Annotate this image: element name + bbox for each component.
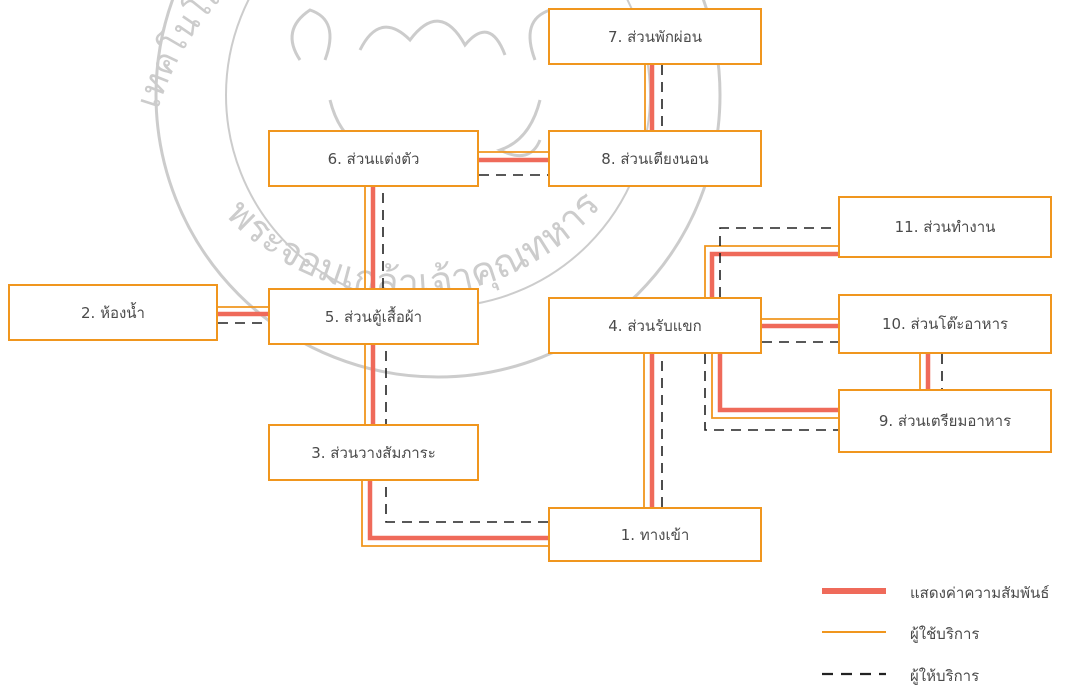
node-dining: 10. ส่วนโต๊ะอาหาร [838,294,1052,354]
legend-relation-label: แสดงค่าความสัมพันธ์ [910,584,1050,602]
node-label: 1. ทางเข้า [620,525,690,544]
node-label: 2. ห้องน้ำ [81,303,145,322]
node-label: 9. ส่วนเตรียมอาหาร [878,412,1012,430]
legend-user-label: ผู้ใช้บริการ [910,625,980,643]
conn-4-9-provider-line [704,354,838,431]
conn-4-11-provider-line [719,227,838,297]
legend-provider-label: ผู้ให้บริการ [910,667,980,685]
node-label: 4. ส่วนรับแขก [608,316,702,335]
node-label: 5. ส่วนตู้เสื้อผ้า [324,307,423,326]
conn-4-9-relation-line [717,354,838,413]
node-rest: 7. ส่วนพักผ่อน [548,8,762,65]
conn-1-3-user-line [361,481,548,547]
node-wardrobe: 5. ส่วนตู้เสื้อผ้า [268,288,479,345]
node-label: 8. ส่วนเตียงนอน [601,149,709,168]
node-label: 6. ส่วนแต่งตัว [327,149,420,168]
node-entrance: 1. ทางเข้า [548,507,762,562]
node-kitchen: 9. ส่วนเตรียมอาหาร [838,389,1052,453]
node-label: 7. ส่วนพักผ่อน [608,27,702,46]
node-luggage: 3. ส่วนวางสัมภาระ [268,424,479,481]
node-label: 3. ส่วนวางสัมภาระ [311,443,436,462]
conn-4-9-user-line [711,354,838,419]
node-dressing: 6. ส่วนแต่งตัว [268,130,479,187]
conn-4-11-relation-line [709,251,838,297]
node-living: 4. ส่วนรับแขก [548,297,762,354]
node-bathroom: 2. ห้องน้ำ [8,284,218,341]
conn-4-11-user-line [704,245,838,297]
connector-lines [218,65,943,547]
conn-1-5-provider-line [385,345,548,523]
watermark-text-bottom: พระจอมเกล้าเจ้าคุณทหาร [218,182,608,305]
node-label: 10. ส่วนโต๊ะอาหาร [881,315,1009,333]
legend-swatches [822,588,886,676]
node-label: 11. ส่วนทำงาน [894,218,996,236]
node-work: 11. ส่วนทำงาน [838,196,1052,258]
conn-1-3-relation-line [367,481,548,541]
node-bed: 8. ส่วนเตียงนอน [548,130,762,187]
